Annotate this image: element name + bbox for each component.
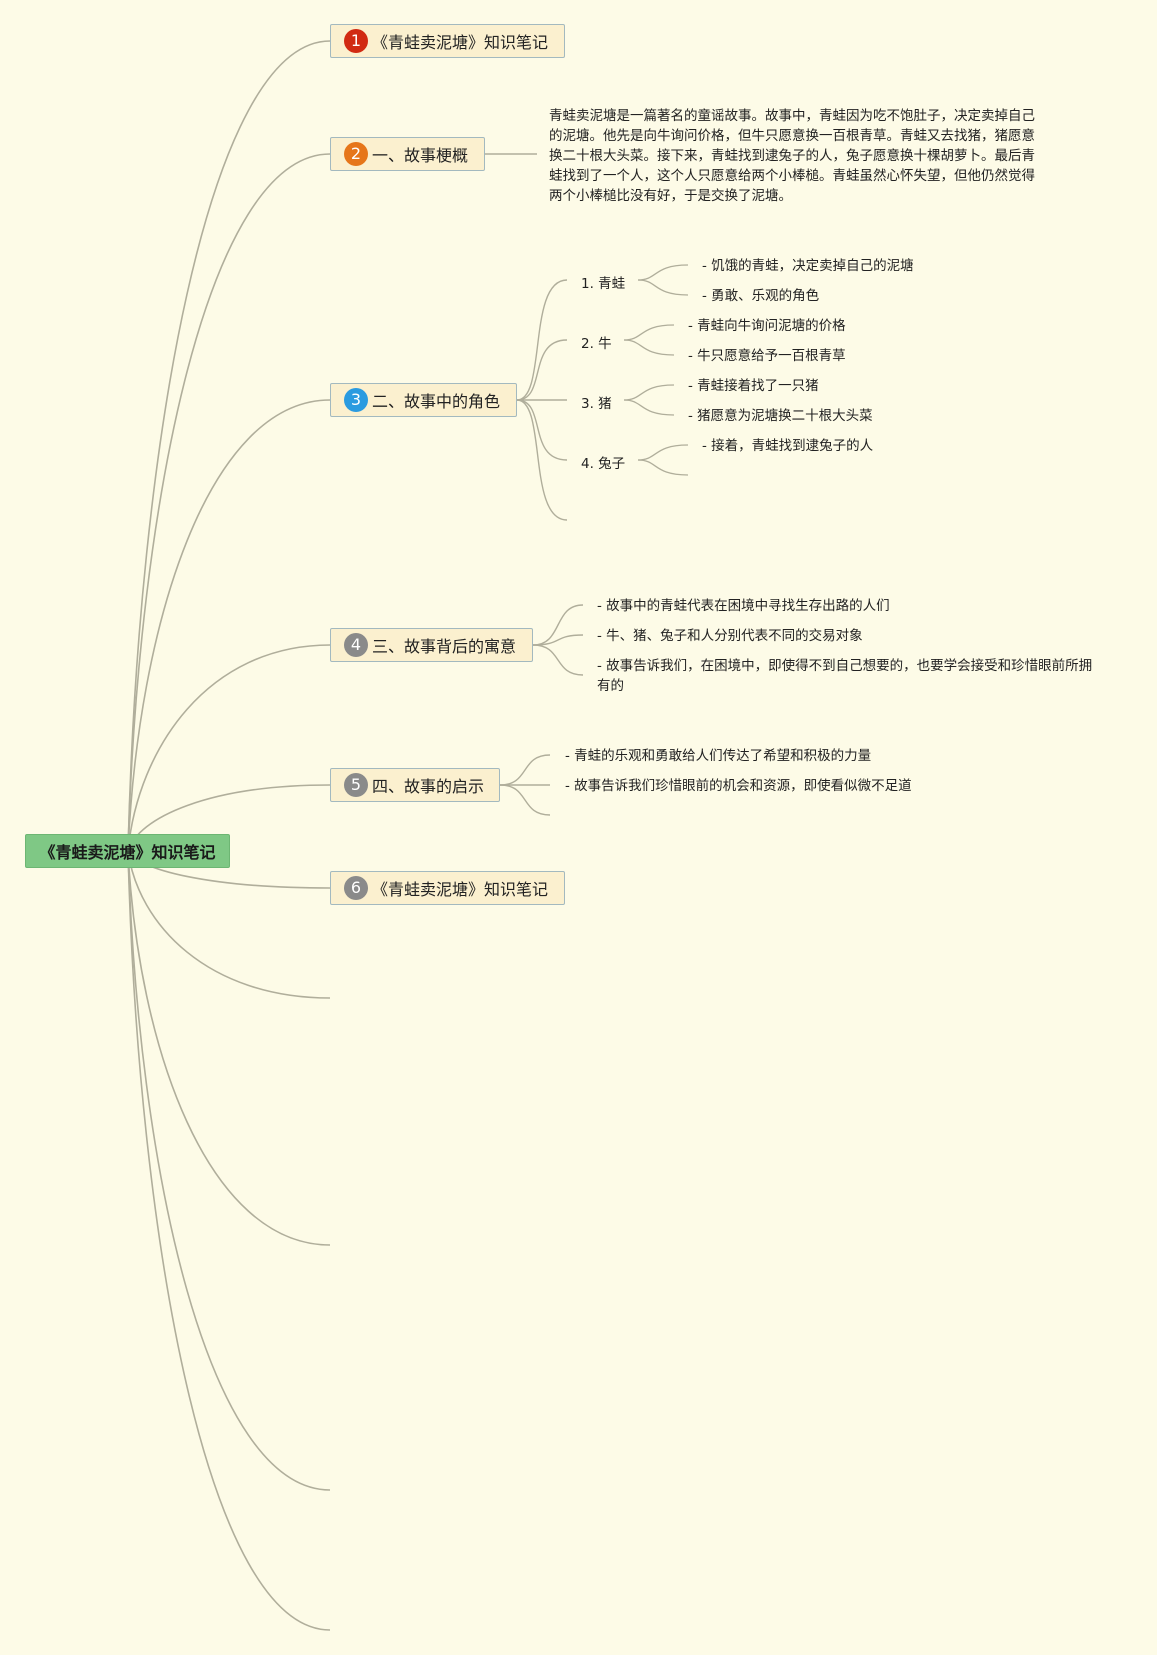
character-cow[interactable]: 2. 牛	[581, 336, 612, 352]
meaning-item[interactable]: - 故事中的青蛙代表在困境中寻找生存出路的人们	[597, 598, 890, 614]
connector-line	[623, 384, 675, 401]
connector-line	[532, 644, 584, 676]
connector-line	[637, 459, 689, 476]
number-4-icon: 4	[344, 633, 368, 657]
connector-line	[499, 784, 551, 816]
connector-line	[637, 444, 689, 461]
topic-1-label: 《青蛙卖泥塘》知识笔记	[372, 33, 549, 52]
character-cow-note-2[interactable]: - 牛只愿意给予一百根青草	[688, 348, 846, 364]
connector-line	[499, 754, 551, 786]
connector-line	[127, 850, 331, 1491]
number-2-icon: 2	[344, 142, 368, 166]
connector-line	[127, 399, 331, 852]
connector-line	[127, 644, 331, 852]
number-3-icon: 3	[344, 388, 368, 412]
connector-line	[623, 324, 675, 341]
story-summary-text[interactable]: 青蛙卖泥塘是一篇著名的童谣故事。故事中，青蛙因为吃不饱肚子，决定卖掉自己的泥塘。…	[549, 108, 1035, 204]
connector-line	[516, 399, 568, 461]
connector-line	[637, 264, 689, 281]
connector-line	[623, 399, 675, 416]
character-frog[interactable]: 1. 青蛙	[581, 276, 626, 292]
meaning-item[interactable]: - 故事告诉我们，在困境中，即使得不到自己想要的，也要学会接受和珍惜眼前所拥有的	[597, 658, 1093, 694]
connector-line	[127, 153, 331, 852]
topic-4-label: 三、故事背后的寓意	[372, 637, 517, 656]
number-5-icon: 5	[344, 773, 368, 797]
lesson-item[interactable]: - 故事告诉我们珍惜眼前的机会和资源，即使看似微不足道	[565, 778, 912, 794]
character-frog-note-1[interactable]: - 饥饿的青蛙，决定卖掉自己的泥塘	[702, 258, 914, 274]
character-rabbit-note-1[interactable]: - 接着，青蛙找到逮兔子的人	[702, 438, 874, 454]
root-topic[interactable]: 《青蛙卖泥塘》知识笔记	[25, 834, 230, 868]
topic-1[interactable]: 1 《青蛙卖泥塘》知识笔记	[330, 24, 565, 58]
connector-line	[516, 399, 568, 521]
number-1-icon: 1	[344, 29, 368, 53]
root-title: 《青蛙卖泥塘》知识笔记	[39, 843, 216, 862]
number-6-icon: 6	[344, 876, 368, 900]
character-pig[interactable]: 3. 猪	[581, 396, 612, 412]
connector-line	[127, 850, 331, 1246]
connector-line	[637, 279, 689, 296]
connector-line	[516, 279, 568, 401]
topic-5-label: 四、故事的启示	[372, 777, 485, 796]
character-frog-note-2[interactable]: - 勇敢、乐观的角色	[702, 288, 820, 304]
lesson-item[interactable]: - 青蛙的乐观和勇敢给人们传达了希望和积极的力量	[565, 748, 872, 764]
meaning-item[interactable]: - 牛、猪、兔子和人分别代表不同的交易对象	[597, 628, 863, 644]
connector-line	[127, 40, 331, 852]
topic-4[interactable]: 4 三、故事背后的寓意	[330, 628, 533, 662]
connector-line	[127, 850, 331, 1631]
character-pig-note-2[interactable]: - 猪愿意为泥塘换二十根大头菜	[688, 408, 873, 424]
connector-line	[532, 604, 584, 646]
topic-6[interactable]: 6 《青蛙卖泥塘》知识笔记	[330, 871, 565, 905]
character-cow-note-1[interactable]: - 青蛙向牛询问泥塘的价格	[688, 318, 846, 334]
connector-line	[127, 850, 331, 999]
topic-2[interactable]: 2 一、故事梗概	[330, 137, 485, 171]
topic-3-label: 二、故事中的角色	[372, 392, 501, 411]
connector-line	[516, 339, 568, 401]
connector-line	[623, 339, 675, 356]
connector-line	[532, 634, 584, 646]
character-rabbit[interactable]: 4. 兔子	[581, 456, 626, 472]
topic-5[interactable]: 5 四、故事的启示	[330, 768, 500, 802]
topic-3[interactable]: 3 二、故事中的角色	[330, 383, 517, 417]
topic-6-label: 《青蛙卖泥塘》知识笔记	[372, 880, 549, 899]
character-pig-note-1[interactable]: - 青蛙接着找了一只猪	[688, 378, 819, 394]
topic-2-label: 一、故事梗概	[372, 146, 469, 165]
